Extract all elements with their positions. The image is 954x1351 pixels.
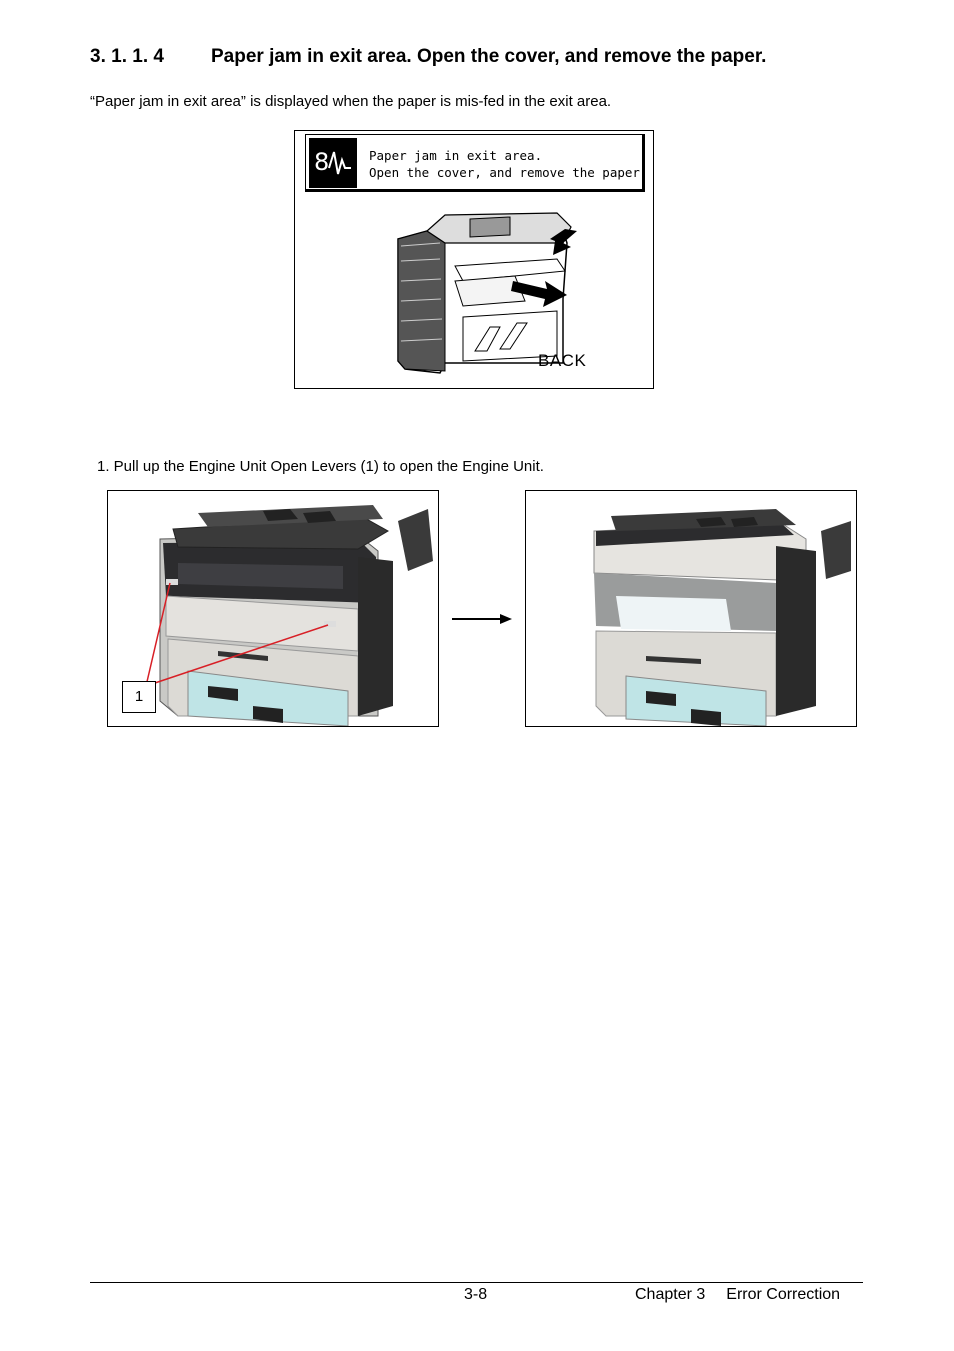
callout-label-1: 1 [122, 681, 156, 713]
paper-jam-icon: 8 [309, 138, 357, 188]
photo-engine-closed: 1 [107, 490, 439, 727]
photo-engine-open [525, 490, 857, 727]
chapter-label: Chapter 3 [635, 1286, 706, 1303]
section-number: 3. 1. 1. 4 [90, 46, 164, 67]
svg-text:8: 8 [314, 148, 329, 176]
message-line-2: Open the cover, and remove the paper. [369, 165, 648, 180]
page-number: 3-8 [464, 1286, 488, 1303]
printer-exit-illustration [397, 212, 577, 374]
footer-chapter: Chapter 3 Error Correction [635, 1286, 840, 1304]
right-arrow-icon [452, 614, 512, 624]
printer-closed-illustration [108, 491, 438, 726]
message-text: Paper jam in exit area. Open the cover, … [369, 147, 647, 181]
message-line-1: Paper jam in exit area. [369, 148, 543, 163]
message-box: 8 Paper jam in exit area. Open the cover… [305, 134, 647, 192]
section-heading: 3. 1. 1. 4 Paper jam in exit area. Open t… [90, 46, 766, 68]
intro-text: “Paper jam in exit area” is displayed wh… [90, 93, 612, 110]
chapter-title: Error Correction [726, 1286, 841, 1303]
section-title: Paper jam in exit area. Open the cover, … [211, 46, 767, 67]
step-1-text: 1. Pull up the Engine Unit Open Levers (… [97, 458, 544, 475]
back-label[interactable]: BACK [538, 351, 587, 370]
display-panel-figure: 8 Paper jam in exit area. Open the cover… [294, 130, 654, 389]
footer-rule [90, 1282, 863, 1283]
printer-open-illustration [526, 491, 856, 726]
